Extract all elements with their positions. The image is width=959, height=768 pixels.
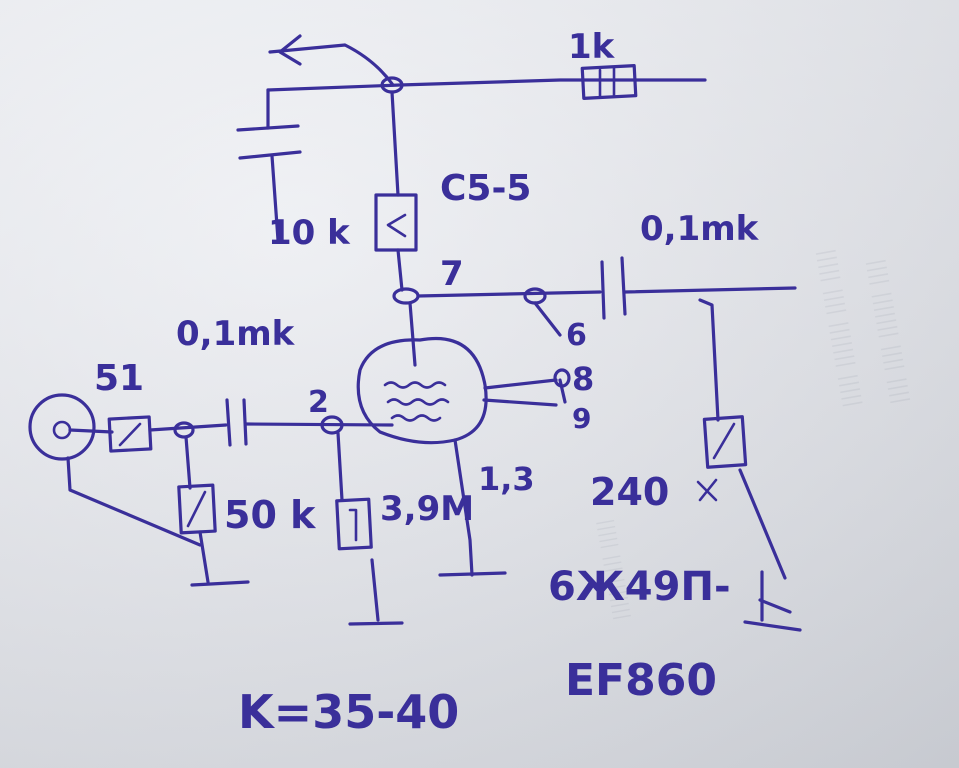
resistor-51: [107, 415, 153, 453]
cap-plate-1: [236, 124, 300, 132]
cap-plate-2: [238, 150, 302, 160]
label-pin-9: 9: [572, 402, 591, 435]
pin-6-lead: [533, 301, 562, 337]
cap-lead-bottom: [270, 154, 280, 242]
label-r-3-9m: 3,9M: [380, 489, 474, 529]
top-arrowhead: [278, 34, 302, 66]
label-tube-en: EF860: [565, 655, 717, 706]
resistor-3-9m-mark: [348, 508, 358, 542]
label-240-scribble: [696, 478, 718, 502]
ground-grid: [348, 621, 404, 626]
label-pin-7: 7: [440, 254, 464, 294]
label-pins-1-3: 1,3: [478, 460, 535, 498]
node-grid: [320, 415, 344, 435]
tube-pin-9-lead: [482, 398, 558, 407]
connector-ground-lead: [66, 456, 202, 547]
plate-rail: [416, 290, 602, 298]
label-r-51: 51: [94, 358, 144, 399]
input-connector-outer: [28, 393, 96, 461]
label-cap-10k: 10 k: [268, 213, 351, 253]
label-r-240: 240: [590, 470, 669, 514]
ground-input: [190, 580, 250, 587]
resistor-1k: [580, 64, 638, 100]
resistor-3-9m: [335, 497, 373, 551]
label-gain: K=35-40: [238, 685, 459, 739]
cap-in-plate-2: [242, 398, 248, 446]
top-arrow: [268, 43, 395, 87]
label-r-c5-5: C5-5: [440, 168, 531, 209]
svg-text:|||| ||||||| |||| ||||: |||| ||||||| |||| ||||: [864, 257, 914, 406]
label-pin-2: 2: [308, 385, 329, 420]
r50k-lead-bottom: [198, 530, 210, 584]
r240-lead: [738, 468, 787, 580]
ground-cathode: [438, 571, 507, 577]
grid-rail: [244, 422, 394, 427]
cap-out-plate-1: [600, 260, 606, 320]
r50k-lead-top: [184, 435, 192, 490]
tube-plate-lead: [408, 301, 417, 367]
resistor-c5-5-mark: [386, 213, 407, 238]
tube-grid-2: [386, 398, 450, 406]
label-r-1k: 1k: [568, 27, 616, 67]
input-lead: [68, 428, 114, 434]
label-tube-ru: 6Ж49П-: [548, 564, 731, 610]
input-connector-inner: [52, 420, 72, 440]
node-pin-6: [523, 287, 547, 305]
tube-pin-8-lead: [483, 378, 558, 390]
output-rail: [623, 286, 797, 294]
top-rail: [266, 78, 707, 92]
label-r-50k: 50 k: [224, 493, 316, 537]
resistor-c5-5: [374, 193, 418, 252]
label-cap-out: 0,1mk: [640, 209, 760, 249]
resistor-1k-mark: [598, 66, 616, 98]
node-input: [173, 421, 195, 439]
resistor-50k: [177, 483, 217, 535]
cap-out-plate-2: [620, 256, 627, 316]
node-plate: [392, 287, 420, 305]
label-pin-6: 6: [566, 318, 587, 353]
label-cap-in: 0,1mk: [176, 314, 296, 354]
r39m-lead-top: [336, 431, 344, 502]
output-tap: [698, 298, 720, 422]
r39m-lead-bottom: [370, 558, 380, 622]
ground-right: [743, 598, 802, 632]
tube-cathode: [390, 414, 442, 422]
input-rail: [148, 423, 228, 432]
tube-envelope: [356, 336, 488, 445]
label-pin-8: 8: [572, 360, 594, 398]
resistor-50k-mark: [186, 490, 207, 528]
svg-text:||||| |||| ||||||| |||||: ||||| |||| ||||||| |||||: [814, 247, 867, 409]
resistor-51-mark: [118, 422, 142, 447]
cap-in-plate-1: [225, 398, 232, 447]
tube-cathode-lead: [453, 438, 474, 577]
resistor-240: [702, 415, 748, 469]
anode-wire-upper: [390, 90, 400, 197]
anode-wire-lower: [396, 248, 404, 292]
pin-8-link: [558, 378, 567, 404]
tube-grid-1: [383, 381, 447, 389]
resistor-240-mark: [712, 422, 736, 460]
